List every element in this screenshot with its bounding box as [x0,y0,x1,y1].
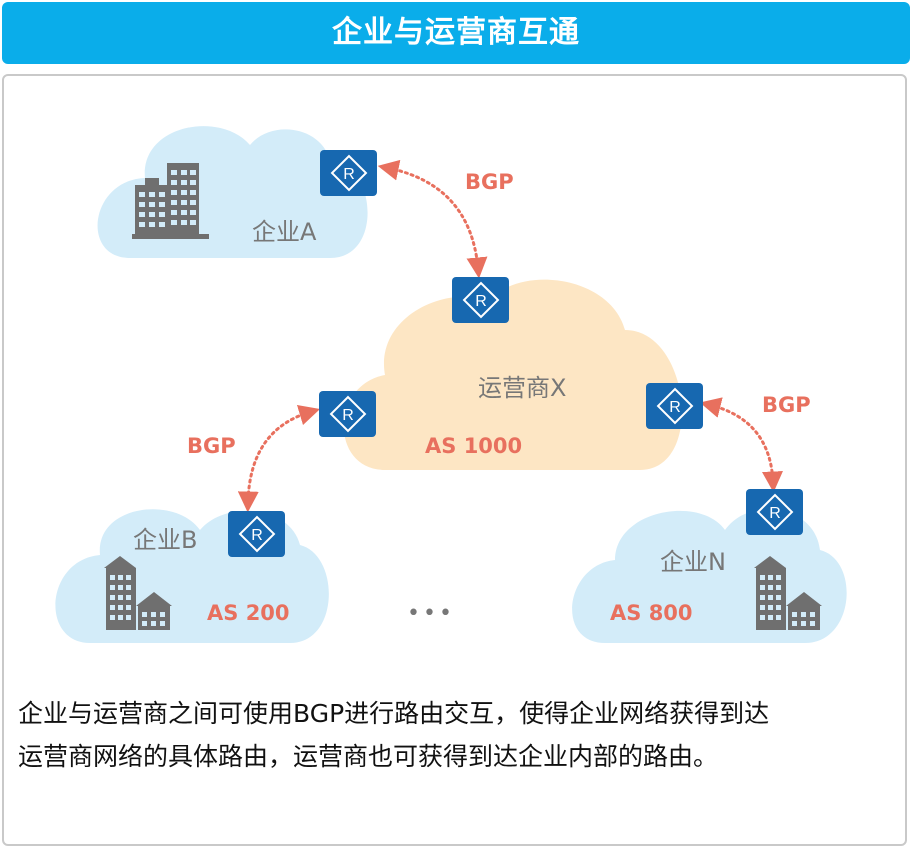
router-R-icon: R [319,391,376,437]
building-icon [104,556,172,630]
router-R-icon: R [646,383,703,429]
enterprise-b-as-label: AS 200 [207,601,290,625]
caption: 企业与运营商之间可使用BGP进行路由交互，使得企业网络获得到达 运营商网络的具体… [18,692,898,778]
svg-text:R: R [769,505,781,522]
enterprise-a-label: 企业A [252,218,317,246]
bgp-link-b-x [237,404,321,513]
building-icon [132,163,209,239]
enterprise-n-label: 企业N [660,548,726,576]
svg-text:R: R [251,527,263,544]
isp-x-label: 运营商X [478,374,566,402]
title-bar: 企业与运营商互通 [2,2,910,64]
bgp-link-a-x [377,159,488,279]
svg-text:R: R [342,407,354,424]
building-icon [754,556,822,630]
caption-line: 运营商网络的具体路由，运营商也可获得到达企业内部的路由。 [18,742,719,771]
caption-line: 企业与运营商之间可使用BGP进行路由交互，使得企业网络获得到达 [18,699,770,728]
bgp-label-a: BGP [465,170,514,194]
svg-text:R: R [475,293,487,310]
page-title: 企业与运营商互通 [332,15,580,50]
svg-text:R: R [669,399,681,416]
router-R-icon: R [746,489,803,535]
ellipsis: ••• [407,601,455,626]
enterprise-n-as-label: AS 800 [610,601,693,625]
bgp-link-n-x [699,397,783,493]
bgp-label-n: BGP [762,393,811,417]
svg-text:R: R [343,166,355,183]
bgp-label-b: BGP [187,434,236,458]
router-R-icon: R [320,150,377,196]
cloud-isp-x [343,279,682,470]
router-R-icon: R [452,277,509,323]
router-R-icon: R [228,511,285,557]
enterprise-b-label: 企业B [133,526,197,554]
isp-x-as-label: AS 1000 [425,434,522,458]
